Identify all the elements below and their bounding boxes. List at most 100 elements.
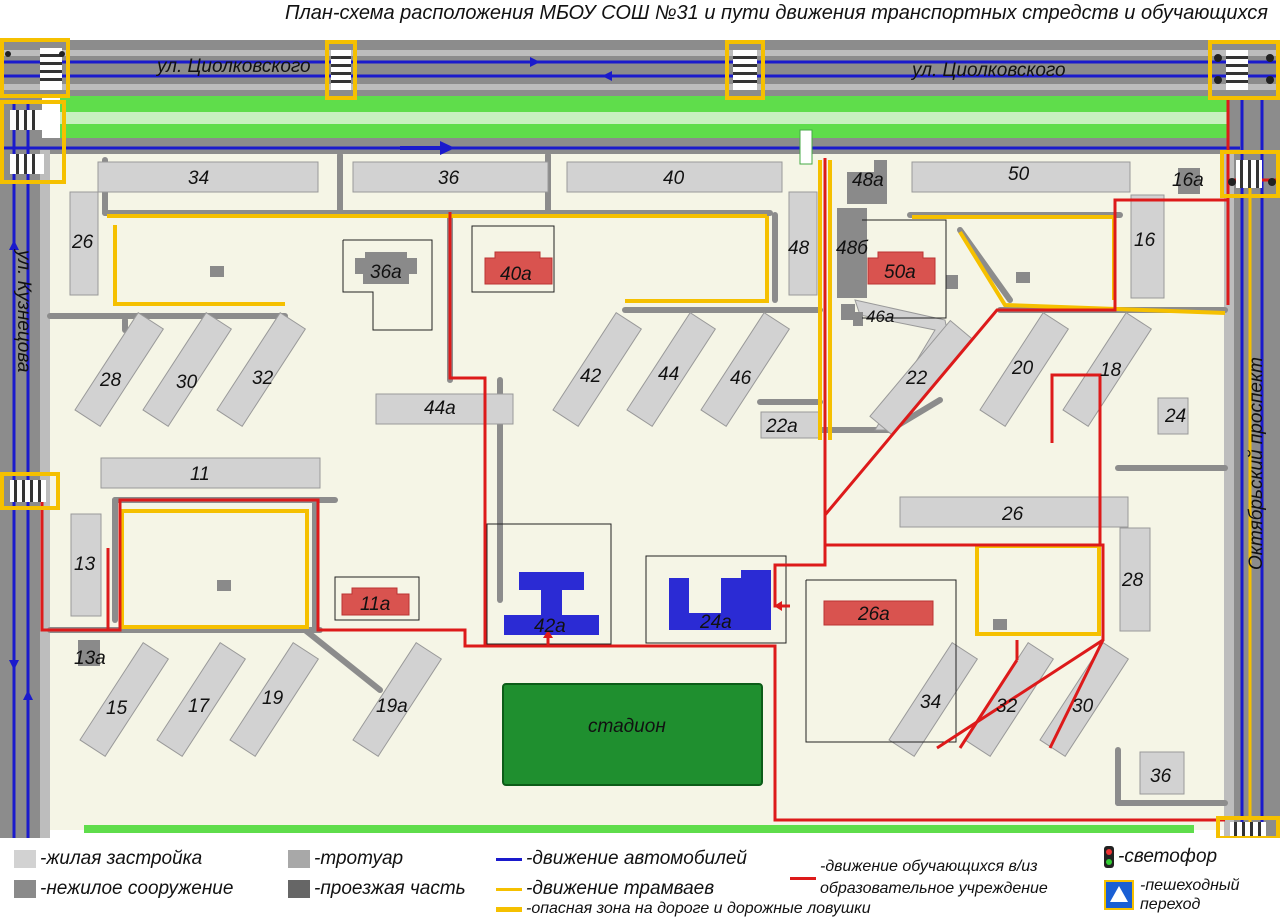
label-48a: 48а [852,170,884,191]
legend-danger-line [496,906,522,912]
label-18: 18 [1100,360,1122,381]
pedestrian-crossing-icon [1104,880,1134,910]
label-32: 32 [252,368,274,389]
label-19: 19 [262,688,284,709]
label-28e: 28 [1121,570,1144,591]
label-46: 46 [730,368,752,389]
green-strip-north-1 [60,96,1235,112]
building-42a [504,572,599,635]
crossing-w-top [0,100,66,184]
legend-trams: -движение трамваев [496,878,714,900]
label-42: 42 [580,366,602,387]
traffic-light-icon [1104,846,1114,868]
label-46a: 46а [866,307,894,326]
map-title: План-схема расположения МБОУ СОШ №31 и п… [284,2,1268,24]
legend-roadway-swatch [288,880,310,898]
label-11: 11 [190,464,210,485]
label-16: 16 [1134,230,1156,251]
label-48: 48 [788,238,810,259]
building-50a [867,251,936,285]
label-44: 44 [658,364,679,385]
label-40: 40 [663,168,685,189]
street-label-north-left: ул. Циолковского [155,56,311,77]
legend-trams-line [496,887,522,891]
label-13a: 13а [74,648,106,669]
building-26a [823,600,934,626]
label-44a: 44а [424,398,456,419]
legend-students: -движение обучающихся в/из образовательн… [790,856,1090,900]
building-28e [1119,527,1151,632]
label-50: 50 [1008,164,1030,185]
sidewalk-north [0,50,1280,56]
car-arrows [9,57,612,700]
map-legend: -жилая застройка -нежилое сооружение -тр… [0,838,1280,920]
label-26w: 26 [71,232,94,253]
building-11 [100,457,321,489]
label-30s: 30 [1072,696,1094,717]
road-east [1228,96,1280,838]
building-11a [341,587,410,616]
label-19a: 19а [376,696,408,717]
crossing-se [1216,816,1280,838]
lot-outlines [334,219,957,743]
crossing-n-1 [325,40,357,100]
label-34: 34 [188,168,209,189]
car-paths [0,60,1280,838]
label-24a: 24а [699,612,732,633]
building-40 [566,161,783,193]
building-34 [97,161,319,193]
building-24a [669,570,771,630]
legend-cars-line [496,857,522,861]
kindergartens [341,251,936,626]
label-32s: 32 [996,696,1018,717]
sidewalk-north-2 [0,84,1280,90]
building-26w [69,191,99,296]
label-48b: 48б [836,238,869,259]
legend-crossing: -пешеходный переход [1104,876,1274,914]
crossing-w-mid [0,472,60,510]
building-36s [1139,751,1185,795]
building-24e [1157,397,1189,435]
grass-strip-north [60,112,1235,124]
label-50a: 50а [884,262,916,283]
legend-students-line [790,876,816,880]
crossing-n-2 [725,40,765,100]
legend-residential-swatch [14,850,36,868]
pedestrian-crossings [0,38,1280,838]
legend-residential: -жилая застройка [14,848,202,870]
building-13 [70,513,102,617]
legend-non-residential-swatch [14,880,36,898]
road-south-green [84,825,1194,833]
legend-roadway: -проезжая часть [288,878,466,900]
legend-cars: -движение автомобилей [496,848,747,870]
building-16 [1130,194,1165,299]
street-label-north-right: ул. Циолковского [910,60,1066,81]
crossing-nw [0,38,70,98]
traffic-lights [5,51,1276,186]
label-28: 28 [99,370,122,391]
sidewalk-east [1224,150,1234,838]
road-inner-north [40,138,1240,154]
building-36 [352,161,549,193]
label-36: 36 [438,168,460,189]
crossing-ne [1208,40,1280,100]
label-34s: 34 [920,692,941,713]
school-buildings [504,570,771,635]
building-26e [899,496,1129,528]
road-west [0,96,42,838]
legend-sidewalk: -тротуар [288,848,403,870]
legend-non-residential: -нежилое сооружение [14,878,233,900]
label-stadium: стадион [588,716,666,737]
route-arrows [543,601,782,638]
building-48 [788,191,818,296]
crossing-n-inner [799,129,813,165]
danger-zones [107,160,1226,636]
label-13: 13 [74,554,96,575]
green-strip-north-2 [60,124,1235,140]
label-16a: 16а [1172,170,1204,191]
label-22a: 22а [765,416,798,437]
building-40a [484,251,553,285]
crossing-e-top [1220,150,1280,198]
label-22: 22 [905,368,928,389]
street-label-west: ул. Кузнецова [13,248,34,372]
